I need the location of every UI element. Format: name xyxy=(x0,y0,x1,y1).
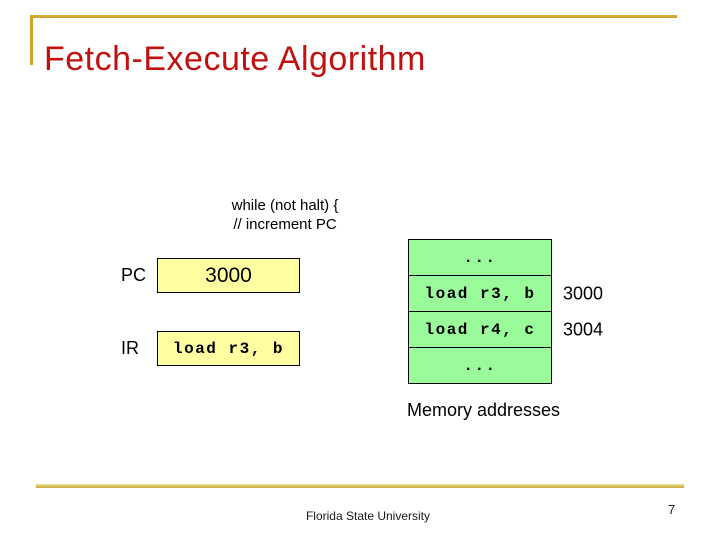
memory-row-load-r4: load r4, c 3004 xyxy=(409,311,603,347)
footer-gold-rule xyxy=(36,484,684,488)
memory-row-ellipsis-top: ... xyxy=(409,240,551,275)
ir-label: IR xyxy=(121,338,139,358)
pseudocode-line-while: while (not halt) { xyxy=(231,197,339,214)
pseudocode-line-increment: // increment PC xyxy=(233,216,337,233)
slide-title: Fetch-Execute Algorithm xyxy=(44,40,426,78)
memory-cell: load r3, b xyxy=(424,284,536,303)
page-number: 7 xyxy=(668,502,676,517)
memory-row-load-r3: load r3, b 3000 xyxy=(409,275,603,311)
footer-institution: Florida State University xyxy=(305,509,431,523)
memory-cell: ... xyxy=(463,248,497,267)
memory-row-ellipsis-bottom: ... xyxy=(409,347,551,383)
pseudocode-block: while (not halt) { // increment PC xyxy=(175,196,395,234)
memory-table: ... load r3, b 3000 load r4, c 3004 ... xyxy=(408,239,603,384)
memory-cell: ... xyxy=(463,356,497,375)
register-row-ir: IR load r3, b xyxy=(121,331,300,366)
header-gold-rule xyxy=(31,15,677,18)
memory-address-3000: 3000 xyxy=(563,283,604,303)
pc-value-box: 3000 xyxy=(157,258,300,293)
memory-cell: load r4, c xyxy=(424,320,536,339)
register-row-pc: PC 3000 xyxy=(121,258,300,293)
pc-value: 3000 xyxy=(205,263,252,287)
ir-value-box: load r3, b xyxy=(157,331,300,366)
ir-value: load r3, b xyxy=(172,339,284,358)
pc-label: PC xyxy=(121,265,147,285)
memory-caption: Memory addresses xyxy=(407,400,561,420)
title-accent-bar xyxy=(30,15,33,65)
memory-address-3004: 3004 xyxy=(563,319,604,339)
